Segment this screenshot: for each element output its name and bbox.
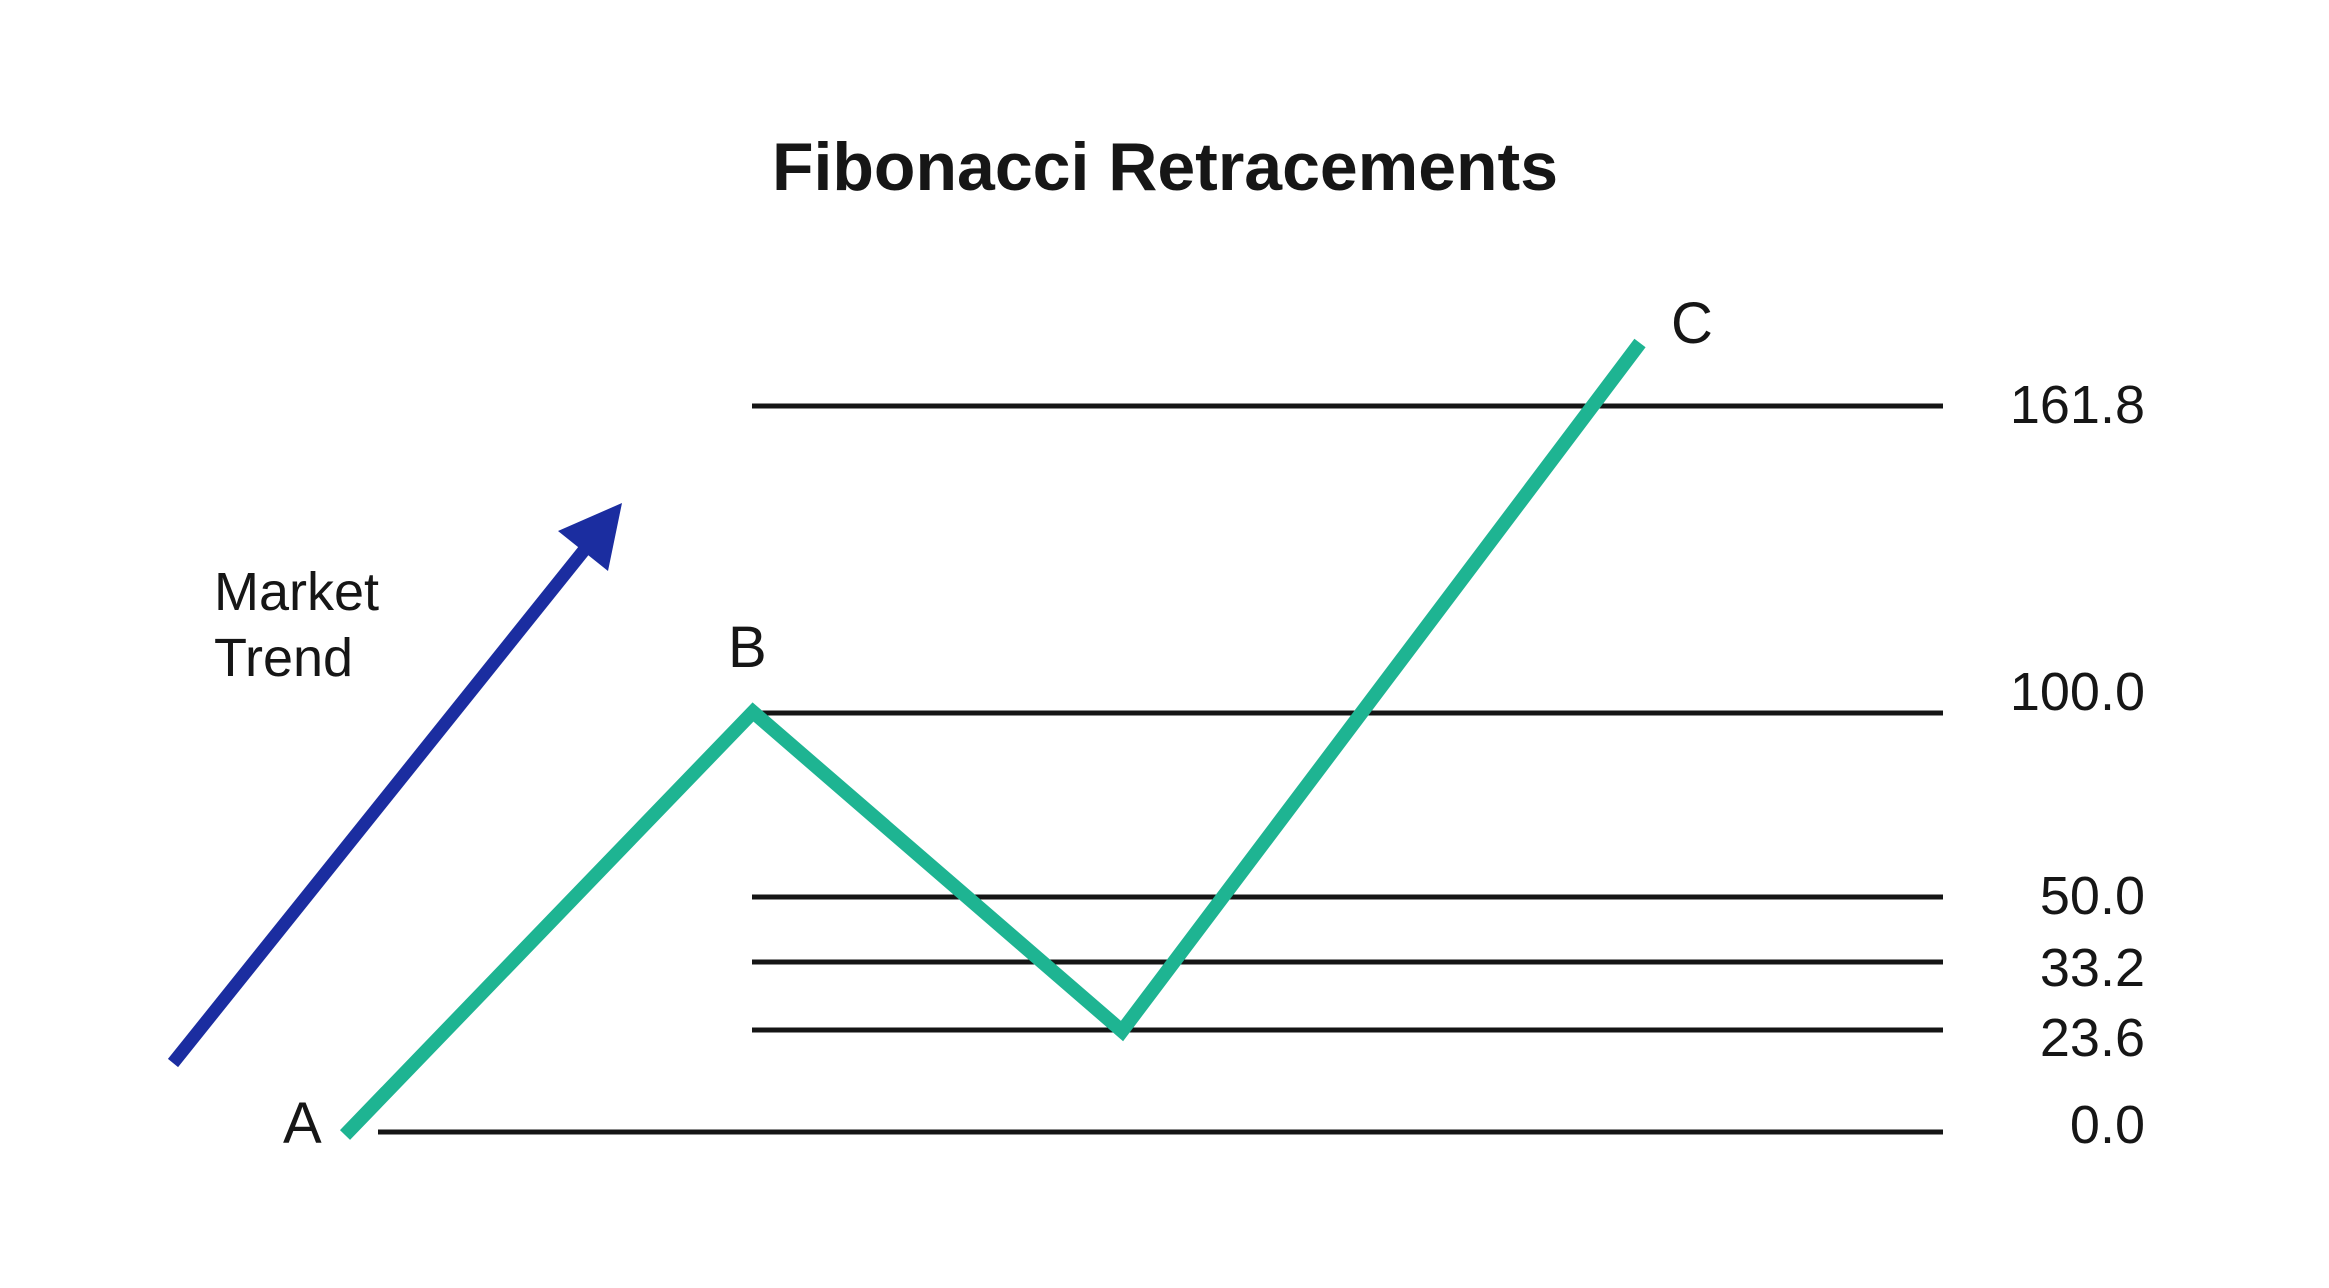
fib-level-label-100-0: 100.0 — [2010, 662, 2145, 722]
trend-arrow-shaft — [167, 544, 591, 1068]
fib-level-label-33-2: 33.2 — [2040, 938, 2145, 998]
fib-level-label-23-6: 23.6 — [2040, 1008, 2145, 1068]
chart-title: Fibonacci Retracements — [772, 129, 1558, 205]
trend-arrow — [167, 503, 622, 1068]
fib-levels: 161.8 100.0 50.0 33.2 23.6 0.0 — [378, 375, 2145, 1155]
fib-level-label-0-0: 0.0 — [2070, 1095, 2145, 1155]
trend-arrow-head-icon — [558, 503, 622, 571]
market-trend-label-line2: Trend — [214, 628, 353, 688]
point-c-label: C — [1671, 291, 1713, 356]
point-b-label: B — [728, 615, 767, 680]
point-a-label: A — [283, 1091, 322, 1156]
fib-level-label-161-8: 161.8 — [2010, 375, 2145, 435]
price-swing-line — [339, 338, 1646, 1140]
fib-level-label-50-0: 50.0 — [2040, 866, 2145, 926]
market-trend-label-line1: Market — [214, 562, 379, 622]
